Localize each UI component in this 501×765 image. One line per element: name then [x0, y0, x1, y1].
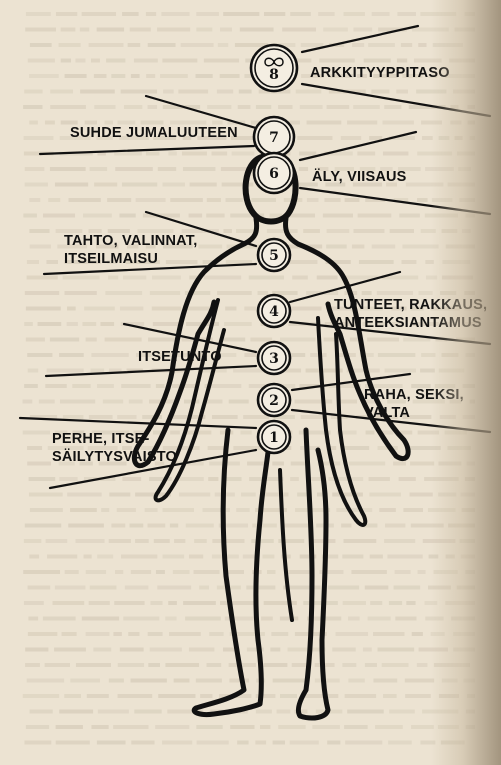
label-chakra-7: SUHDE JUMALUUTEEN — [70, 124, 238, 142]
label-chakra-4: TUNTEET, RAKKAUS, ANTEEKSIANTAMUS — [334, 296, 487, 332]
label-chakra-8: ARKKITYYPPITASO — [310, 64, 450, 82]
leader-1a — [20, 418, 256, 428]
chakra-8-marker: 8 — [251, 45, 297, 91]
label-chakra-3-line1: ITSETUNTO — [138, 348, 222, 366]
label-chakra-1-line2: SÄILYTYSVAISTO — [52, 448, 177, 466]
label-chakra-6-line1: ÄLY, VIISAUS — [312, 168, 407, 186]
leader-6a — [300, 132, 416, 160]
label-chakra-3: ITSETUNTO — [138, 348, 222, 366]
label-chakra-1-line1: PERHE, ITSE- — [52, 430, 177, 448]
leader-7b — [40, 146, 254, 154]
figure-right-leg — [298, 430, 328, 718]
label-chakra-5: TAHTO, VALINNAT, ITSEILMAISU — [64, 232, 197, 268]
leader-6b — [300, 188, 490, 214]
figure-left-leg — [194, 430, 268, 715]
chakra-3-number: 3 — [269, 351, 279, 367]
label-chakra-2: RAHA, SEKSI, VALTA — [364, 386, 464, 422]
leader-3b — [46, 366, 256, 376]
chakra-1-marker: 1 — [258, 421, 290, 453]
chakra-4-number: 4 — [269, 304, 279, 320]
chakra-7-marker: 7 — [254, 117, 294, 157]
chakra-2-number: 2 — [269, 393, 279, 409]
leader-8a — [302, 26, 418, 52]
label-chakra-5-line2: ITSEILMAISU — [64, 250, 197, 268]
label-chakra-8-line1: ARKKITYYPPITASO — [310, 64, 450, 82]
figure-inner-thigh — [280, 470, 292, 620]
chakra-6-number: 6 — [269, 166, 279, 182]
chakra-7-number: 7 — [269, 130, 279, 146]
figure-outline-right — [286, 218, 409, 459]
chakra-5-number: 5 — [269, 248, 279, 264]
label-chakra-4-line2: ANTEEKSIANTAMUS — [334, 314, 487, 332]
chakra-3-marker: 3 — [258, 342, 290, 374]
label-chakra-7-line1: SUHDE JUMALUUTEEN — [70, 124, 238, 142]
label-chakra-4-line1: TUNTEET, RAKKAUS, — [334, 296, 487, 314]
chakra-5-marker: 5 — [258, 239, 290, 271]
chakra-4-marker: 4 — [258, 295, 290, 327]
label-chakra-1: PERHE, ITSE- SÄILYTYSVAISTO — [52, 430, 177, 466]
chakra-6-marker: 6 — [254, 153, 294, 193]
chakra-8-number: 8 — [269, 67, 279, 83]
label-chakra-5-line1: TAHTO, VALINNAT, — [64, 232, 197, 250]
chakra-2-marker: 2 — [258, 384, 290, 416]
leader-8b — [302, 84, 490, 116]
chakra-1-number: 1 — [269, 430, 279, 446]
label-chakra-2-line2: VALTA — [364, 404, 464, 422]
label-chakra-6: ÄLY, VIISAUS — [312, 168, 407, 186]
label-chakra-2-line1: RAHA, SEKSI, — [364, 386, 464, 404]
